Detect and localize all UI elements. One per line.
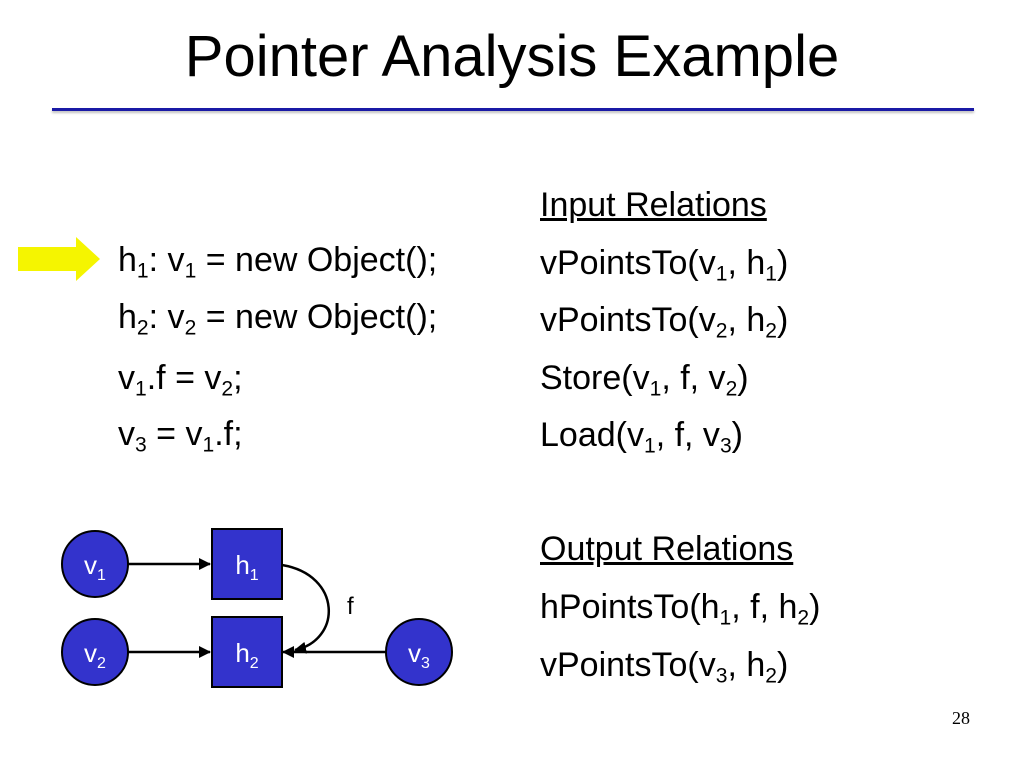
text-segment: ) xyxy=(737,359,749,397)
svg-text:h2: h2 xyxy=(235,638,258,672)
node-v3-sub: 3 xyxy=(421,655,430,672)
subscript: 3 xyxy=(719,434,732,458)
subscript: 1 xyxy=(643,434,656,458)
text-segment: vPointsTo(v xyxy=(540,244,716,282)
text-segment: , h xyxy=(727,301,766,339)
text-segment: ; xyxy=(233,359,243,397)
subscript: 1 xyxy=(765,262,778,286)
subscript: 1 xyxy=(135,377,147,401)
output-relation-1: hPointsTo(h1, f, h2) xyxy=(540,587,821,630)
text-segment: , f, v xyxy=(661,359,726,397)
text-segment: .f = v xyxy=(146,359,222,397)
subscript: 1 xyxy=(719,606,732,630)
edge-field-label: f xyxy=(347,593,354,620)
subscript: 1 xyxy=(136,259,149,283)
text-segment: : v xyxy=(148,241,185,279)
subscript: 1 xyxy=(649,377,662,401)
node-h1-base: h xyxy=(235,550,249,580)
code-line-4: v3 = v1.f; xyxy=(118,414,243,457)
subscript: 2 xyxy=(725,377,738,401)
page-number: 28 xyxy=(952,708,970,728)
text-segment: : v xyxy=(148,298,185,336)
node-v1-sub: 1 xyxy=(97,567,106,584)
subscript: 2 xyxy=(136,316,149,340)
subscript: 3 xyxy=(715,664,728,688)
output-relation-2: vPointsTo(v3, h2) xyxy=(540,645,789,688)
svg-text:v3: v3 xyxy=(408,638,430,672)
subscript: 2 xyxy=(797,606,810,630)
input-relation-2: vPointsTo(v2, h2) xyxy=(540,300,789,343)
text-segment: h xyxy=(118,298,137,336)
node-h1-sub: 1 xyxy=(250,567,259,584)
title-divider xyxy=(52,108,974,111)
node-v1: v1 xyxy=(61,530,129,598)
code-line-2: h2: v2 = new Object(); xyxy=(118,297,438,340)
slide-title: Pointer Analysis Example xyxy=(184,24,840,89)
text-segment: Load(v xyxy=(540,416,644,454)
input-relations-heading: Input Relations xyxy=(540,186,767,224)
current-line-arrow-icon xyxy=(18,237,100,281)
text-segment: Store(v xyxy=(540,359,650,397)
subscript: 2 xyxy=(221,377,234,401)
arrow-shape xyxy=(18,237,100,281)
text-segment: v xyxy=(118,415,135,453)
text-segment: vPointsTo(v xyxy=(540,646,716,684)
code-line-1: h1: v1 = new Object(); xyxy=(118,240,438,283)
text-segment: ) xyxy=(809,588,821,626)
code-line-3: v1.f = v2; xyxy=(118,358,243,401)
text-segment: , h xyxy=(727,646,766,684)
text-segment: = new Object(); xyxy=(196,241,438,279)
text-segment: ) xyxy=(777,301,789,339)
subscript: 1 xyxy=(202,433,215,457)
node-v2: v2 xyxy=(61,618,129,686)
text-segment: .f; xyxy=(214,415,243,453)
input-relation-4: Load(v1, f, v3) xyxy=(540,415,743,458)
subscript: 2 xyxy=(715,319,728,343)
text-segment: hPointsTo(h xyxy=(540,588,720,626)
edge-h1-h2-field xyxy=(281,563,330,654)
node-h2: h2 xyxy=(211,616,283,688)
subscript: 1 xyxy=(715,262,728,286)
text-segment: ) xyxy=(731,416,743,454)
text-segment: v xyxy=(118,359,135,397)
output-relations-heading: Output Relations xyxy=(540,530,794,568)
text-segment: h xyxy=(118,241,137,279)
subscript: 1 xyxy=(184,259,197,283)
subscript: 3 xyxy=(135,433,147,457)
node-v2-sub: 2 xyxy=(97,655,106,672)
text-segment: ) xyxy=(777,244,789,282)
node-h2-sub: 2 xyxy=(250,655,259,672)
subscript: 2 xyxy=(765,319,778,343)
subscript: 2 xyxy=(184,316,197,340)
text-segment: ) xyxy=(777,646,789,684)
node-v3: v3 xyxy=(385,618,453,686)
input-relation-3: Store(v1, f, v2) xyxy=(540,358,749,401)
svg-text:h1: h1 xyxy=(235,550,258,584)
text-segment: , f, h xyxy=(731,588,798,626)
text-segment: vPointsTo(v xyxy=(540,301,716,339)
subscript: 2 xyxy=(765,664,778,688)
text-segment: , h xyxy=(727,244,766,282)
input-relation-1: vPointsTo(v1, h1) xyxy=(540,243,789,286)
node-h2-base: h xyxy=(235,638,249,668)
node-v2-base: v xyxy=(84,638,97,668)
text-segment: , f, v xyxy=(655,416,720,454)
node-v1-base: v xyxy=(84,550,97,580)
text-segment: = new Object(); xyxy=(196,298,438,336)
svg-text:v2: v2 xyxy=(84,638,106,672)
svg-text:v1: v1 xyxy=(84,550,106,584)
node-v3-base: v xyxy=(408,638,421,668)
text-segment: = v xyxy=(146,415,203,453)
node-h1: h1 xyxy=(211,528,283,600)
